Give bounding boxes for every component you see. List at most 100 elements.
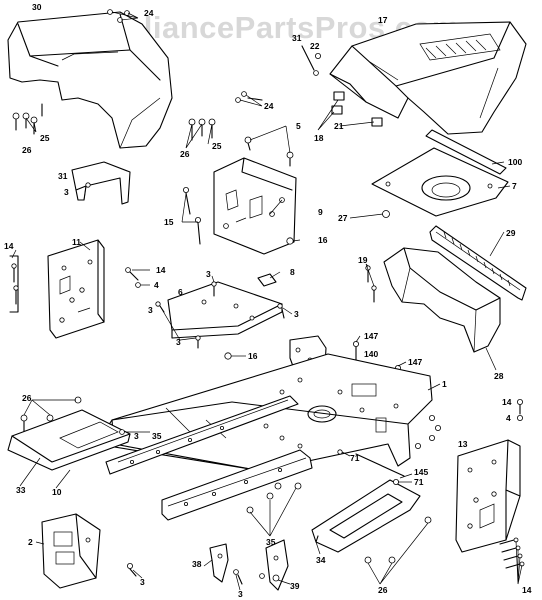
grille-part-29 (429, 225, 527, 301)
callout-38: 38 (192, 559, 202, 569)
callout-4-right: 4 (506, 413, 511, 423)
callout-14-mid: 14 (156, 265, 166, 275)
callout-8: 8 (290, 267, 295, 277)
bolts-part-14-bottom-right (499, 537, 525, 569)
callout-4-mid: 4 (154, 280, 159, 290)
bolts-part-19 (365, 265, 377, 303)
bolts-part-35-center (246, 482, 302, 514)
callout-24-right: 24 (264, 101, 274, 111)
bolts-part-14-left (9, 255, 19, 313)
callout-100: 100 (508, 157, 523, 167)
callout-25-right: 25 (212, 141, 222, 151)
callout-13: 13 (458, 439, 468, 449)
callout-14-right: 14 (502, 397, 512, 407)
leader-lines (11, 11, 523, 591)
hardware-cluster-right (414, 414, 441, 449)
callout-3-d: 3 (294, 309, 299, 319)
washer-part-22 (314, 53, 321, 60)
hood-part-17 (329, 21, 527, 135)
callout-30: 30 (32, 2, 42, 12)
frame-rail-lower (161, 449, 313, 521)
callout-14-left: 14 (4, 241, 14, 251)
floor-plate-part-6 (167, 281, 283, 339)
callout-3-c: 3 (148, 305, 153, 315)
callout-14-bottom: 14 (522, 585, 532, 595)
frame-rail-part-10 (105, 395, 299, 475)
callout-27: 27 (338, 213, 348, 223)
callout-5: 5 (296, 121, 301, 131)
callout-140: 140 (364, 349, 379, 359)
bolt-washer-part-14-4-right (517, 398, 524, 421)
side-plate-part-11 (47, 239, 105, 339)
callout-26-left: 26 (22, 145, 32, 155)
callout-2: 2 (28, 537, 33, 547)
callout-19: 19 (358, 255, 368, 265)
callout-28: 28 (494, 371, 504, 381)
screws-part-3-c (233, 569, 265, 585)
bolt-part-14-mid (125, 267, 139, 281)
callout-1: 1 (442, 379, 447, 389)
callout-3-b: 3 (206, 269, 211, 279)
callout-39: 39 (290, 581, 300, 591)
bolts-part-15 (182, 186, 201, 245)
callout-16-b: 16 (248, 351, 258, 361)
nut-part-16-a (286, 237, 294, 245)
side-plate-part-13 (455, 439, 521, 553)
bracket-part-38 (209, 543, 229, 583)
callout-22: 22 (310, 41, 320, 51)
callout-6: 6 (178, 287, 183, 297)
callout-24-top: 24 (144, 8, 154, 18)
callout-35-b: 35 (266, 537, 276, 547)
callout-31-top: 31 (292, 33, 302, 43)
callout-21: 21 (334, 121, 344, 131)
strip-part-100 (425, 129, 507, 175)
callout-31-lower: 31 (58, 171, 68, 181)
step-plate-part-33 (7, 409, 131, 471)
callout-34: 34 (316, 555, 326, 565)
callout-15: 15 (164, 217, 174, 227)
callout-9: 9 (318, 207, 323, 217)
bracket-part-39 (265, 539, 289, 591)
bolt-part-31-top (301, 45, 319, 76)
callout-26-d: 26 (378, 585, 388, 595)
callout-26-right: 26 (180, 149, 190, 159)
callout-16-a: 16 (318, 235, 328, 245)
callout-18: 18 (314, 133, 324, 143)
callout-10: 10 (52, 487, 62, 497)
callout-35-a: 35 (152, 431, 162, 441)
callout-25-left: 25 (40, 133, 50, 143)
callout-147-b: 147 (408, 357, 423, 367)
callout-3-h: 3 (238, 589, 243, 599)
washer-part-4-a (135, 282, 141, 288)
screw-part-3-b (127, 563, 137, 577)
bracket-part-2 (41, 513, 101, 589)
nut-part-16-b (224, 352, 232, 360)
bolt-part-35-a (119, 429, 125, 435)
callout-7: 7 (512, 181, 517, 191)
plate-part-7 (371, 147, 509, 217)
callout-147-a: 147 (364, 331, 379, 341)
hardware-part-25-26-left (12, 103, 43, 135)
callout-29: 29 (506, 228, 516, 238)
footrest-part-34 (311, 479, 421, 553)
callout-11: 11 (72, 237, 81, 247)
callout-71-a: 71 (350, 453, 360, 463)
callout-3-g: 3 (140, 577, 145, 587)
rear-fender-part-30 (7, 11, 173, 149)
callout-26-c: 26 (22, 393, 32, 403)
callout-3-e: 3 (176, 337, 181, 347)
callout-33: 33 (16, 485, 26, 495)
dash-panel-part-9 (213, 157, 297, 255)
callout-145: 145 (414, 467, 429, 477)
callout-17: 17 (378, 15, 388, 25)
screw-part-3-a (75, 182, 91, 191)
callout-3-a: 3 (64, 187, 69, 197)
nut-part-27 (382, 210, 390, 218)
hardware-part-25-26-right (188, 118, 216, 141)
front-nose-part-28 (383, 247, 501, 353)
bracket-part-31 (71, 161, 131, 205)
callout-71-b: 71 (414, 477, 424, 487)
callout-3-f-hidden: 3 (134, 431, 139, 441)
